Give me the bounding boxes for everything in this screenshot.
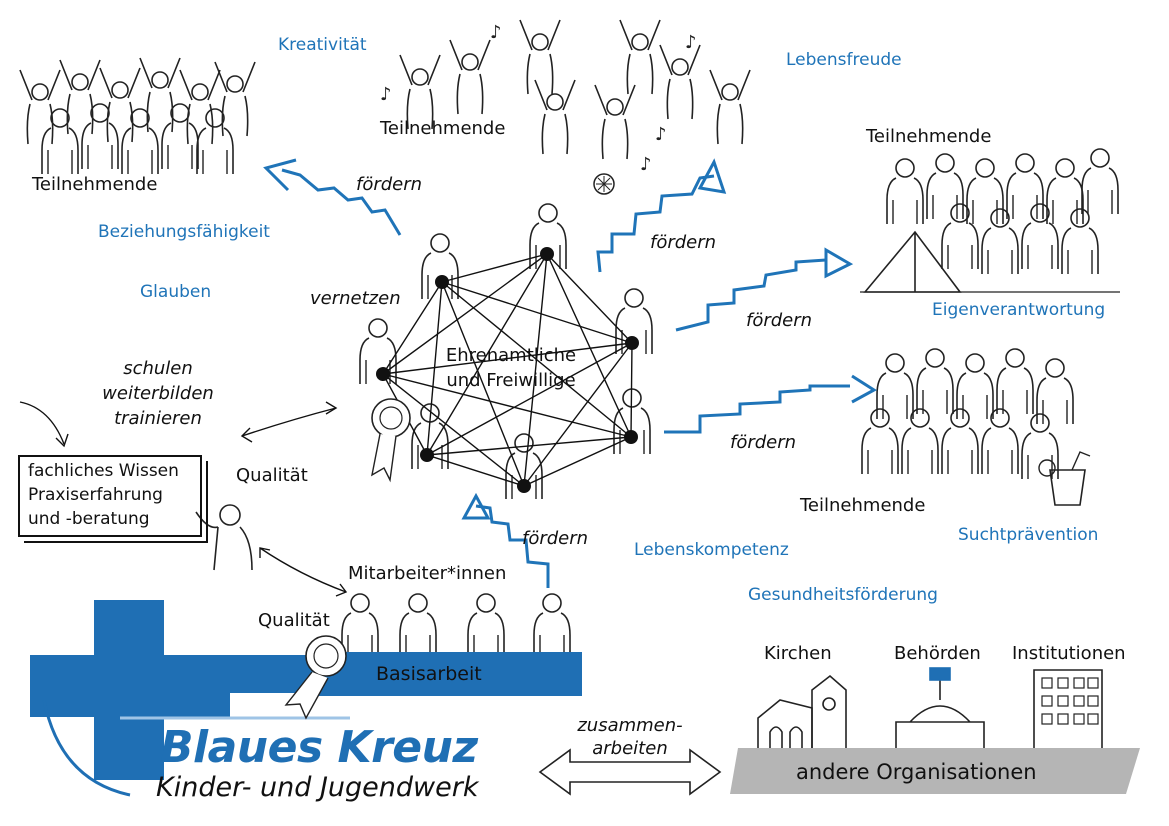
knowledge-box: fachliches Wissen Praxiserfahrung und -b… [18, 455, 208, 543]
label-lebensfreude: Lebensfreude [786, 50, 902, 70]
organisations-buildings [757, 667, 1103, 748]
label-beziehungsfaehigkeit: Beziehungsfähigkeit [98, 222, 270, 242]
basisarbeit-label: Basisarbeit [376, 663, 482, 685]
cooperation-arrow [538, 748, 722, 796]
label-kreativitaet: Kreativität [278, 35, 367, 55]
participants-top-center: Teilnehmende [380, 118, 506, 139]
foerdern-label-1: fördern [356, 174, 423, 195]
svg-text:♪: ♪ [655, 124, 667, 145]
weiterbilden-label: weiterbilden [102, 383, 214, 404]
foerdern-label-3: fördern [746, 310, 813, 331]
org-behoerden: Behörden [894, 643, 981, 664]
crowd-right-bottom [861, 348, 1091, 506]
foerdern-label-2: fördern [650, 232, 717, 253]
zusammen-label: zusammen- [577, 715, 683, 736]
arbeiten-label: arbeiten [592, 738, 668, 759]
crowd-right-top [860, 148, 1120, 293]
knowledge-line-2: Praxiserfahrung [28, 485, 163, 505]
schulen-label: schulen [123, 358, 193, 379]
center-line-1: Ehrenamtliche [445, 345, 577, 366]
participants-top-left: Teilnehmende [32, 174, 158, 195]
participants-right-bottom: Teilnehmende [800, 495, 926, 516]
presenter-figure [195, 504, 253, 571]
svg-text:♪: ♪ [380, 84, 392, 105]
label-eigenverantwortung: Eigenverantwortung [932, 300, 1106, 320]
connection-arrows [19, 401, 348, 597]
crowd-top-left [19, 57, 256, 175]
knowledge-line-3: und -beratung [28, 509, 150, 529]
svg-text:♪: ♪ [490, 22, 502, 43]
label-suchtpraevention: Suchtprävention [958, 525, 1099, 545]
brand-title: Blaues Kreuz [160, 722, 478, 773]
quality-label-2: Qualität [258, 610, 330, 631]
brand-subtitle: Kinder- und Jugendwerk [156, 772, 479, 803]
knowledge-line-1: fachliches Wissen [28, 461, 179, 481]
organisations-bar [730, 748, 1140, 794]
volunteer-network [359, 203, 653, 500]
foerdern-label-4: fördern [730, 432, 797, 453]
staff-row [341, 593, 571, 660]
brand-cross [30, 600, 582, 797]
svg-text:♪: ♪ [640, 154, 652, 175]
quality-seal [284, 635, 347, 720]
vernetzen-label: vernetzen [310, 288, 401, 309]
label-lebenskompetenz: Lebenskompetenz [634, 540, 789, 560]
crowd-top-center: ♪ ♪ ♪ ♪ ♪ [380, 19, 751, 195]
participants-right-top: Teilnehmende [866, 126, 992, 147]
foerdern-arrows [263, 158, 877, 588]
svg-text:♪: ♪ [685, 32, 697, 53]
center-line-2: und Freiwillige [446, 370, 576, 391]
org-institutionen: Institutionen [1012, 643, 1126, 664]
org-bar-label: andere Organisationen [796, 760, 1037, 784]
org-kirchen: Kirchen [764, 643, 832, 664]
foerdern-label-5: fördern [522, 528, 589, 549]
trainieren-label: trainieren [114, 408, 202, 429]
label-glauben: Glauben [140, 282, 212, 302]
quality-label-1: Qualität [236, 465, 308, 486]
staff-label: Mitarbeiter*innen [348, 563, 507, 584]
label-gesundheitsfoerderung: Gesundheitsförderung [748, 585, 938, 605]
